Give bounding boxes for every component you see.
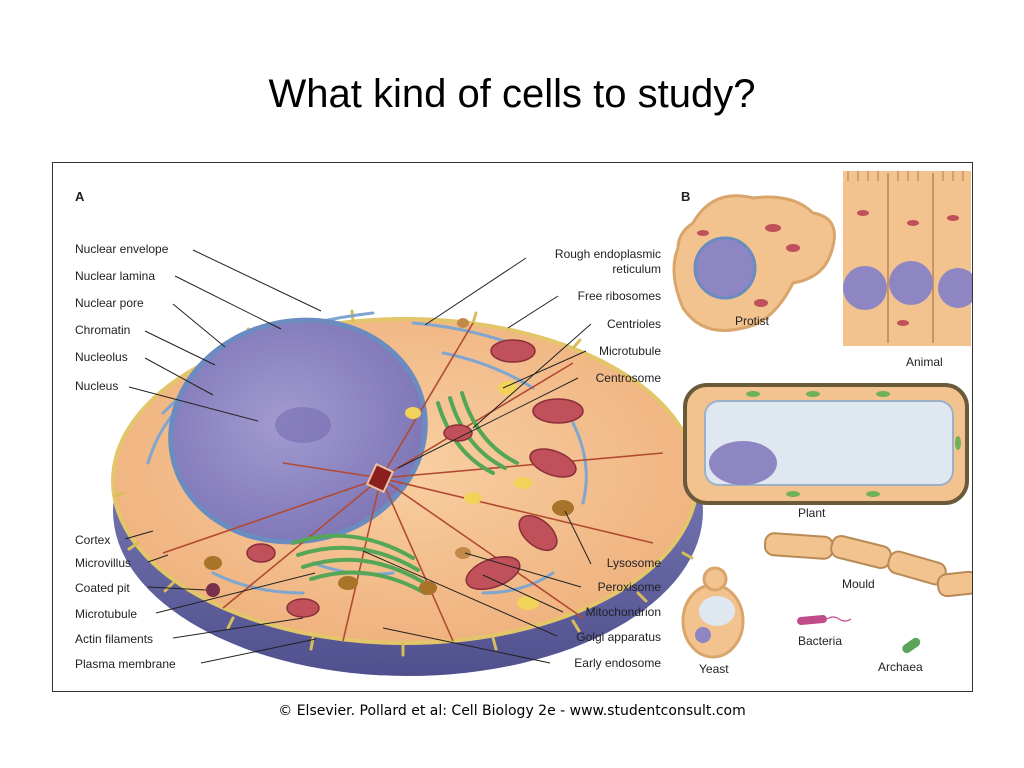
label-bacteria: Bacteria bbox=[798, 634, 842, 648]
panel-a-letter: A bbox=[75, 189, 85, 204]
leader-lines-right bbox=[362, 257, 592, 664]
golgi-apparatus bbox=[291, 391, 519, 595]
label-nuclear-pore: Nuclear pore bbox=[75, 296, 144, 310]
label-early-endosome: Early endosome bbox=[574, 656, 661, 670]
label-plasma-membrane: Plasma membrane bbox=[75, 657, 176, 671]
label-protist: Protist bbox=[735, 314, 770, 328]
animal-organelles bbox=[857, 210, 959, 326]
label-nucleolus: Nucleolus bbox=[75, 350, 128, 364]
vesicles bbox=[204, 318, 574, 610]
label-archaea: Archaea bbox=[878, 660, 923, 674]
animal-nucleus-2 bbox=[889, 261, 933, 305]
microvilli bbox=[113, 309, 694, 657]
animal-tissue bbox=[843, 171, 971, 346]
plant-chloroplasts bbox=[746, 391, 961, 497]
microtubules bbox=[162, 322, 664, 642]
animal-label-bg bbox=[899, 353, 959, 369]
cell-figure: A bbox=[52, 162, 973, 692]
figure-caption: © Elsevier. Pollard et al: Cell Biology … bbox=[278, 703, 746, 719]
centrosome bbox=[365, 462, 395, 494]
mould-hyphae bbox=[763, 532, 972, 598]
yeast-vacuole bbox=[699, 596, 735, 626]
nucleolus bbox=[275, 407, 331, 443]
label-yeast: Yeast bbox=[699, 662, 729, 676]
bacteria-cell bbox=[797, 615, 827, 625]
slide-title: What kind of cells to study? bbox=[268, 72, 756, 116]
panel-b-letter: B bbox=[681, 189, 690, 204]
label-microvillus: Microvillus bbox=[75, 556, 131, 570]
plant-nucleus bbox=[709, 441, 777, 485]
label-nuclear-lamina: Nuclear lamina bbox=[75, 269, 155, 283]
label-cortex: Cortex bbox=[75, 533, 110, 547]
label-mitochondrion: Mitochondrion bbox=[586, 605, 661, 619]
label-golgi: Golgi apparatus bbox=[576, 630, 661, 644]
label-microtubule-right: Microtubule bbox=[599, 344, 661, 358]
cell-diagram: A bbox=[75, 171, 972, 676]
yeast-nucleus bbox=[695, 627, 711, 643]
yeast-bud bbox=[702, 566, 728, 592]
label-animal: Animal bbox=[906, 355, 943, 369]
label-actin-filaments: Actin filaments bbox=[75, 632, 153, 646]
label-peroxisome: Peroxisome bbox=[598, 580, 662, 594]
label-rough-er-line1: Rough endoplasmic bbox=[555, 247, 661, 261]
label-microtubule-left: Microtubule bbox=[75, 607, 137, 621]
coated-pit bbox=[206, 583, 220, 597]
archaea-cell bbox=[902, 637, 921, 654]
label-plant: Plant bbox=[798, 506, 826, 520]
protist-organelles bbox=[697, 224, 800, 307]
animal-nucleus-1 bbox=[843, 266, 887, 310]
animal-microvilli bbox=[847, 171, 964, 181]
label-chromatin: Chromatin bbox=[75, 323, 130, 337]
animal-cell-borders bbox=[887, 173, 934, 343]
label-mould: Mould bbox=[842, 577, 875, 591]
label-coated-pit: Coated pit bbox=[75, 581, 130, 595]
label-rough-er-line2: reticulum bbox=[612, 262, 661, 276]
label-centrosome: Centrosome bbox=[596, 371, 662, 385]
bacteria-flagellum bbox=[826, 616, 852, 622]
animal-nucleus-3 bbox=[938, 268, 972, 308]
protist-nucleus bbox=[693, 236, 757, 300]
label-nucleus: Nucleus bbox=[75, 379, 118, 393]
leader-lines-left bbox=[124, 249, 322, 664]
label-nuclear-envelope: Nuclear envelope bbox=[75, 242, 169, 256]
label-lysosome: Lysosome bbox=[607, 556, 662, 570]
label-free-ribosomes: Free ribosomes bbox=[578, 289, 661, 303]
label-centrioles: Centrioles bbox=[607, 317, 661, 331]
